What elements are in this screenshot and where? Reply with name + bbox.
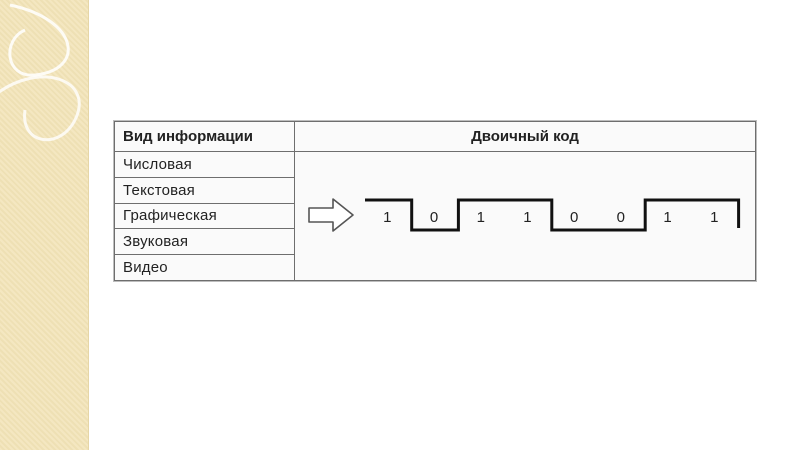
square-wave-line [365,198,741,232]
header-binary-code: Двоичный код [294,121,756,152]
signal-diagram-cell: 1 0 1 1 0 0 1 1 [294,150,756,282]
bit-label: 1 [477,209,485,226]
bit-label: 1 [523,209,531,226]
table-row: Видео [114,254,756,281]
bit-label: 1 [383,209,391,226]
bit-label: 1 [710,209,718,226]
swirl-decoration [0,3,81,142]
bit-label: 0 [617,209,625,226]
info-type-text: Текстовая [114,176,295,204]
decorative-side-band [0,0,89,450]
table-header-row: Вид информации Двоичный код [114,121,756,152]
info-type-video: Видео [114,254,295,281]
table-row: Графическая [114,202,756,230]
info-type-numeric: Числовая [114,150,295,178]
header-info-type: Вид информации [114,121,295,152]
info-type-sound: Звуковая [114,228,295,256]
arrow-right-outline-icon [308,198,354,232]
table-row: Текстовая [114,176,756,204]
bit-label: 1 [663,209,671,226]
bit-label: 0 [570,209,578,226]
info-type-graphic: Графическая [114,202,295,230]
table-row: Числовая 1 0 1 1 0 0 1 1 [114,150,756,282]
binary-signal-diagram: 1 0 1 1 0 0 1 1 [308,198,741,232]
bit-label: 0 [430,209,438,226]
